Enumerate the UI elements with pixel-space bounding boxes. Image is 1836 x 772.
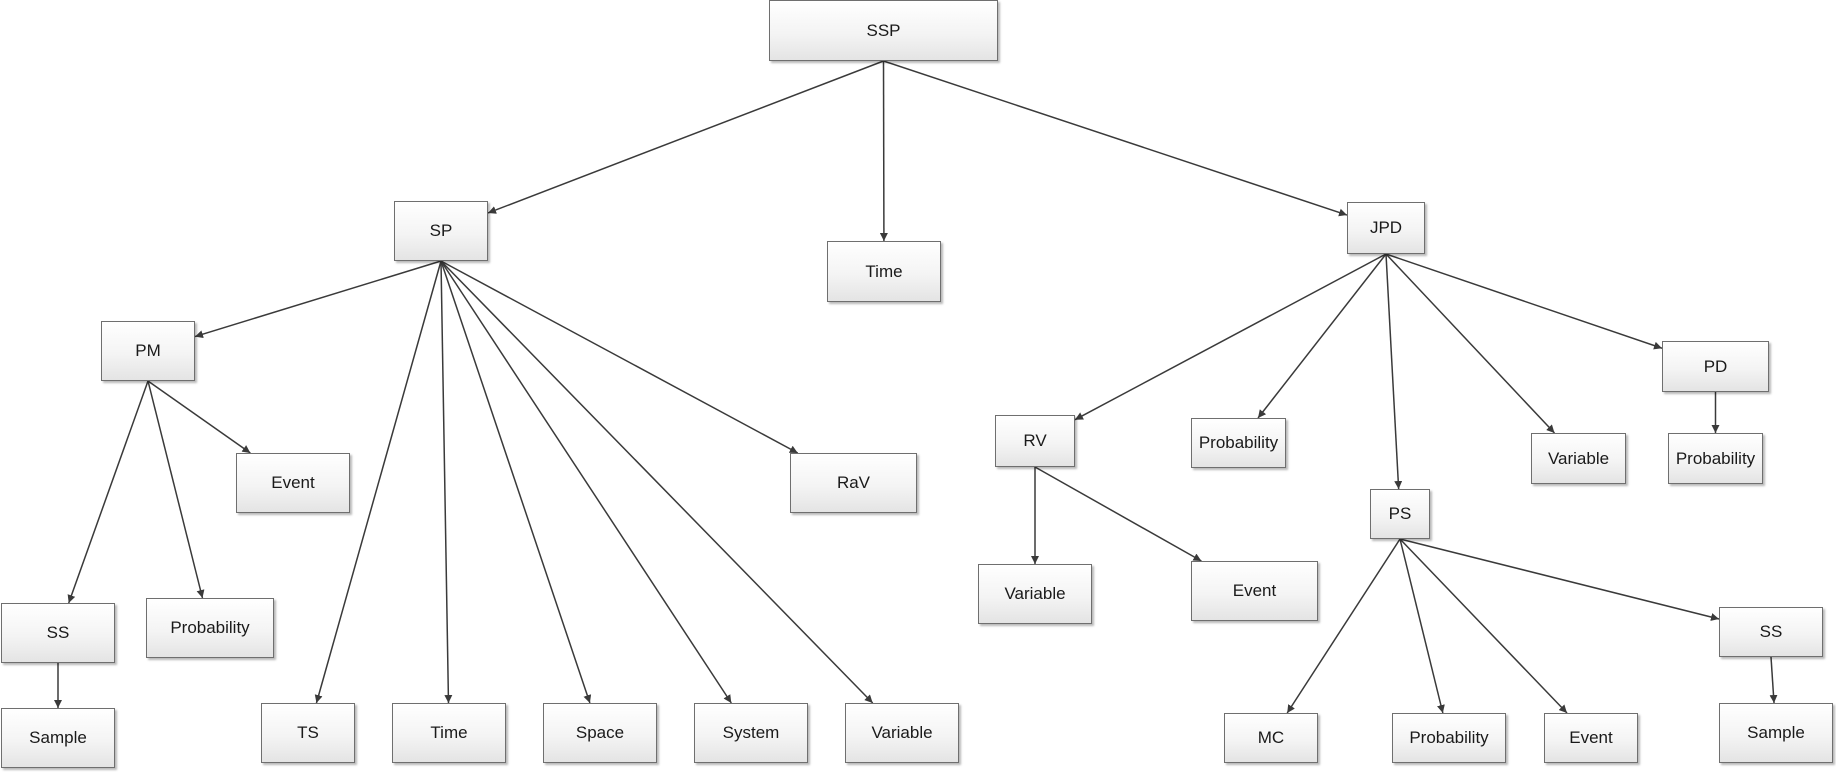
node-ts[interactable]: TS	[261, 703, 355, 763]
edge-ps-to-mc	[1286, 538, 1401, 714]
node-probability-pd[interactable]: Probability	[1668, 433, 1763, 484]
node-variable-sp[interactable]: Variable	[845, 703, 959, 763]
node-mc[interactable]: MC	[1224, 713, 1318, 763]
edge-sp-to-variable_sp	[440, 260, 874, 704]
edge-ssp-to-sp	[487, 60, 884, 214]
edge-jpd-to-ps	[1385, 253, 1403, 490]
edge-pm-to-ss_left	[67, 380, 149, 604]
node-time-sp[interactable]: Time	[392, 703, 506, 763]
node-ss-left[interactable]: SS	[1, 603, 115, 663]
node-event-rv[interactable]: Event	[1191, 561, 1318, 621]
node-jpd[interactable]: JPD	[1347, 202, 1425, 254]
edge-pm-to-event_pm	[147, 380, 251, 454]
node-sample-left[interactable]: Sample	[1, 708, 115, 768]
edge-sp-to-system	[440, 260, 732, 704]
node-probability-ps[interactable]: Probability	[1392, 713, 1506, 763]
edge-jpd-to-probability_jpd	[1257, 253, 1387, 419]
node-event-pm[interactable]: Event	[236, 453, 350, 513]
edge-sp-to-time_sp	[440, 260, 453, 704]
node-pm[interactable]: PM	[101, 321, 195, 381]
node-probability-jpd[interactable]: Probability	[1191, 418, 1286, 468]
edge-sp-to-pm	[194, 260, 442, 339]
edge-sp-to-ts	[314, 260, 442, 704]
node-time-top[interactable]: Time	[827, 241, 941, 302]
node-variable-jpd[interactable]: Variable	[1531, 433, 1626, 484]
node-ssp[interactable]: SSP	[769, 0, 998, 61]
node-sample-right[interactable]: Sample	[1719, 703, 1833, 763]
node-pd[interactable]: PD	[1662, 341, 1769, 392]
node-probability-pm[interactable]: Probability	[146, 598, 274, 658]
edge-ps-to-probability_ps	[1399, 538, 1445, 714]
edge-ssp-to-jpd	[883, 60, 1348, 217]
node-space[interactable]: Space	[543, 703, 657, 763]
edge-ss_right-to-sample_right	[1769, 656, 1778, 704]
edge-jpd-to-pd	[1385, 253, 1663, 350]
node-system[interactable]: System	[694, 703, 808, 763]
node-rav[interactable]: RaV	[790, 453, 917, 513]
node-ps[interactable]: PS	[1370, 489, 1430, 539]
edge-ps-to-ss_right	[1399, 538, 1720, 621]
edge-pm-to-probability_pm	[147, 380, 205, 599]
edge-ps-to-event_ps	[1399, 538, 1568, 714]
edge-jpd-to-rv	[1074, 253, 1387, 421]
edge-sp-to-rav	[440, 260, 799, 454]
edge-rv-to-event_rv	[1034, 466, 1202, 562]
edge-jpd-to-variable_jpd	[1385, 253, 1556, 434]
node-sp[interactable]: SP	[394, 201, 488, 261]
node-rv[interactable]: RV	[995, 415, 1075, 467]
edge-sp-to-space	[440, 260, 592, 704]
node-variable-rv[interactable]: Variable	[978, 564, 1092, 624]
node-event-ps[interactable]: Event	[1544, 713, 1638, 763]
node-ss-right[interactable]: SS	[1719, 607, 1823, 657]
